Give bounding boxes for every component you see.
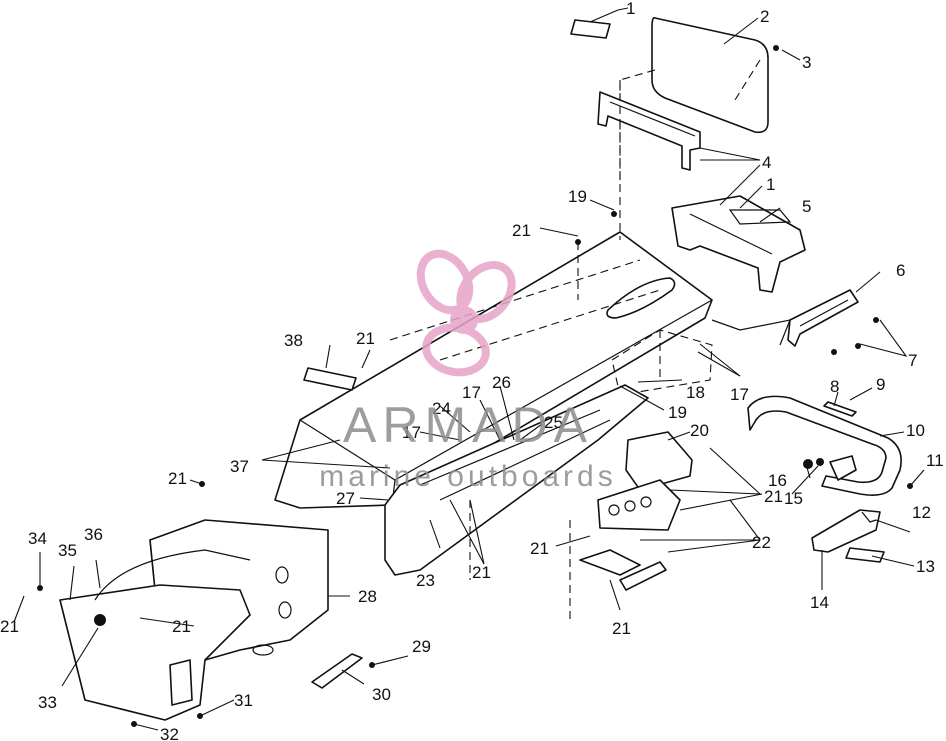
callout-2: 2 (760, 7, 769, 26)
callout-17-b: 17 (462, 383, 481, 402)
callout-7: 7 (908, 351, 917, 370)
callout-21-d: 21 (764, 487, 783, 506)
callout-8: 8 (830, 377, 839, 396)
bar-part (823, 401, 857, 417)
rear-bracket-part (671, 195, 806, 293)
callout-21-c: 21 (168, 469, 187, 488)
callout-37: 37 (230, 457, 249, 476)
callout-18: 18 (686, 383, 705, 402)
callout-21-e: 21 (530, 539, 549, 558)
callout-12: 12 (912, 503, 931, 522)
callout-25: 25 (544, 413, 563, 432)
watermark-brand: ARMADA (343, 397, 593, 453)
watermark-tagline: marine outboards (319, 460, 616, 493)
callout-16: 16 (768, 471, 787, 490)
callout-15: 15 (784, 489, 803, 508)
callout-30: 30 (372, 685, 391, 704)
callout-24: 24 (432, 399, 451, 418)
decal-small-part (303, 367, 357, 391)
callout-21-h: 21 (172, 617, 191, 636)
callout-21-f: 21 (472, 563, 491, 582)
plate-part (845, 547, 885, 563)
flap-bracket-part (597, 91, 701, 171)
callout-21-b: 21 (356, 329, 375, 348)
flap-part (619, 16, 769, 180)
grip-part (811, 509, 881, 553)
callout-6: 6 (896, 261, 905, 280)
callout-38: 38 (284, 331, 303, 350)
nose-part (59, 519, 329, 721)
callout-4: 4 (762, 153, 771, 172)
console-bracket-part (579, 431, 693, 591)
callout-27: 27 (336, 489, 355, 508)
callout-26: 26 (492, 373, 511, 392)
footrest-part (384, 384, 649, 620)
callout-36: 36 (84, 525, 103, 544)
callout-19-a: 19 (568, 187, 587, 206)
callout-21-i: 21 (0, 617, 19, 636)
leader-lines (13, 7, 925, 731)
rear-bumper-part (747, 395, 902, 496)
watermark: ARMADA marine outboards (319, 249, 616, 493)
callout-13: 13 (916, 557, 935, 576)
callout-32: 32 (160, 725, 179, 741)
callout-11: 11 (926, 451, 944, 470)
hardware-dots (37, 45, 913, 727)
callout-17-a: 17 (730, 385, 749, 404)
callout-35: 35 (58, 541, 77, 560)
decal-part (570, 9, 619, 39)
tunnel-part (274, 231, 713, 509)
callout-5: 5 (802, 197, 811, 216)
callout-33: 33 (38, 693, 57, 712)
callout-1: 1 (626, 0, 635, 18)
strap-part (311, 653, 363, 689)
callout-14: 14 (810, 593, 829, 612)
callout-21-g: 21 (612, 619, 631, 638)
callout-10: 10 (906, 421, 925, 440)
side-bracket-part (787, 289, 859, 347)
callout-19-b: 19 (668, 403, 687, 422)
propeller-logo-icon (416, 249, 516, 377)
callout-28: 28 (358, 587, 377, 606)
callout-23: 23 (416, 571, 435, 590)
callout-22: 22 (752, 533, 771, 552)
callout-1-secondary: 1 (766, 175, 775, 194)
callout-3: 3 (802, 53, 811, 72)
callout-31: 31 (234, 691, 253, 710)
hitch-plate-part (829, 455, 857, 481)
callout-21-a: 21 (512, 221, 531, 240)
callout-34: 34 (28, 529, 47, 548)
callout-17-c: 17 (402, 423, 421, 442)
callout-9: 9 (876, 375, 885, 394)
callout-20: 20 (690, 421, 709, 440)
rear-rail-part (611, 319, 791, 396)
callout-29: 29 (412, 637, 431, 656)
